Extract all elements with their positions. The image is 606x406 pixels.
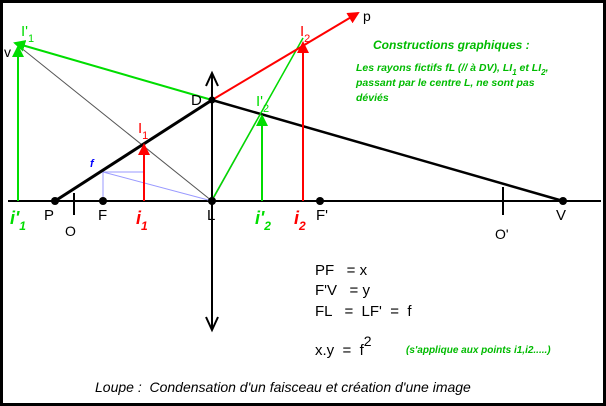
label-axis-v: V <box>556 207 566 224</box>
ray-p-to-d <box>54 98 213 203</box>
formula-fl: FL = LF' = f <box>315 303 412 320</box>
point-d <box>208 96 216 104</box>
lens-top-arrowhead <box>205 70 219 87</box>
label-axis-i2-prime: i'2 <box>255 208 271 233</box>
lens-bottom-arrowhead <box>205 316 219 333</box>
label-i2-prime-top: I'2 <box>256 93 269 115</box>
note-line-3: déviés <box>356 92 389 104</box>
label-axis-l: L <box>207 207 215 224</box>
label-i1-top: I1 <box>138 120 148 142</box>
ray-l-to-v-image <box>14 42 213 202</box>
point-f <box>99 197 107 205</box>
label-axis-i1: i1 <box>136 208 148 233</box>
label-axis-p: P <box>44 207 54 224</box>
point-f-prime <box>316 197 324 205</box>
label-axis-i1-prime: i'1 <box>10 208 26 233</box>
optics-diagram: v I'1 D I1 f I'2 I2 p i'1 P O F i1 L i'2… <box>4 8 601 395</box>
green-ray-d-to-v <box>13 40 213 101</box>
label-d: D <box>191 92 202 109</box>
label-axis-o-prime: O' <box>495 226 509 242</box>
formula-f-prime-v: F'V = y <box>315 282 370 299</box>
formula-note: (s'applique aux points i1,i2.....) <box>406 345 551 356</box>
point-l <box>208 197 216 205</box>
point-v <box>559 197 567 205</box>
label-axis-o: O <box>65 223 76 239</box>
label-v: v <box>4 44 11 60</box>
red-ray-d-to-p <box>211 11 360 101</box>
label-p-ray: p <box>363 8 371 24</box>
note-title: Constructions graphiques : <box>373 38 530 52</box>
label-f-small: f <box>90 158 95 170</box>
label-i2-top: I2 <box>300 23 310 45</box>
caption: Loupe : Condensation d'un faisceau et cr… <box>95 379 471 395</box>
green-ray-i2-to-lens <box>211 37 304 201</box>
label-axis-f-prime: F' <box>316 207 328 224</box>
ray-d-to-v <box>211 98 564 203</box>
point-p <box>51 197 59 205</box>
note-line-1: Les rayons fictifs fL (// à DV), LI1 et … <box>356 62 549 77</box>
ray-f-to-lens <box>102 171 213 202</box>
label-axis-i2: i2 <box>294 208 306 233</box>
formula-pf: PF = x <box>315 262 368 279</box>
label-i1-prime-top: I'1 <box>21 23 34 45</box>
formula-xy: x.y = f2 <box>315 333 372 359</box>
note-line-2: passant par le centre L, ne sont pas <box>355 77 535 89</box>
label-axis-f: F <box>98 207 107 224</box>
